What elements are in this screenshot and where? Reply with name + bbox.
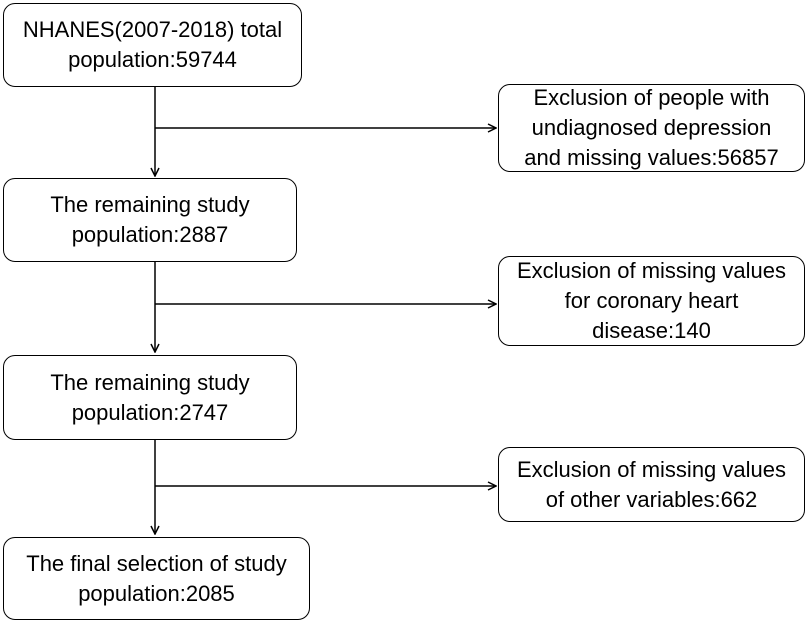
step-box-total-population: NHANES(2007-2018) total population:59744 (3, 3, 302, 87)
exclusion-text: Exclusion of people with (533, 85, 770, 110)
step-text: population:59744 (68, 47, 237, 72)
exclusion-text: and missing values:56857 (524, 145, 779, 170)
step-box-remaining-2: The remaining study population:2747 (3, 355, 297, 440)
step-text: population:2887 (71, 222, 229, 247)
exclusion-box-other-variables: Exclusion of missing values of other var… (498, 447, 805, 522)
exclusion-text: undiagnosed depression (531, 115, 772, 140)
step-text: The remaining study (50, 192, 250, 217)
step-text: The final selection of study (26, 550, 287, 576)
exclusion-text: disease:140 (592, 318, 711, 343)
step-text: population:2085 (78, 580, 235, 606)
exclusion-text: of other variables:662 (545, 486, 758, 512)
exclusion-text: Exclusion of missing values (516, 258, 786, 283)
step-box-remaining-1: The remaining study population:2887 (3, 178, 297, 262)
step-text: population:2747 (71, 399, 229, 425)
step-box-final-selection: The final selection of study population:… (3, 537, 310, 620)
exclusion-text: for coronary heart (564, 288, 739, 313)
exclusion-box-coronary: Exclusion of missing values for coronary… (498, 256, 805, 346)
exclusion-box-depression: Exclusion of people with undiagnosed dep… (498, 84, 805, 172)
exclusion-text: Exclusion of missing values (516, 456, 786, 482)
step-text: NHANES(2007-2018) total (22, 17, 283, 42)
step-text: The remaining study (50, 369, 250, 395)
